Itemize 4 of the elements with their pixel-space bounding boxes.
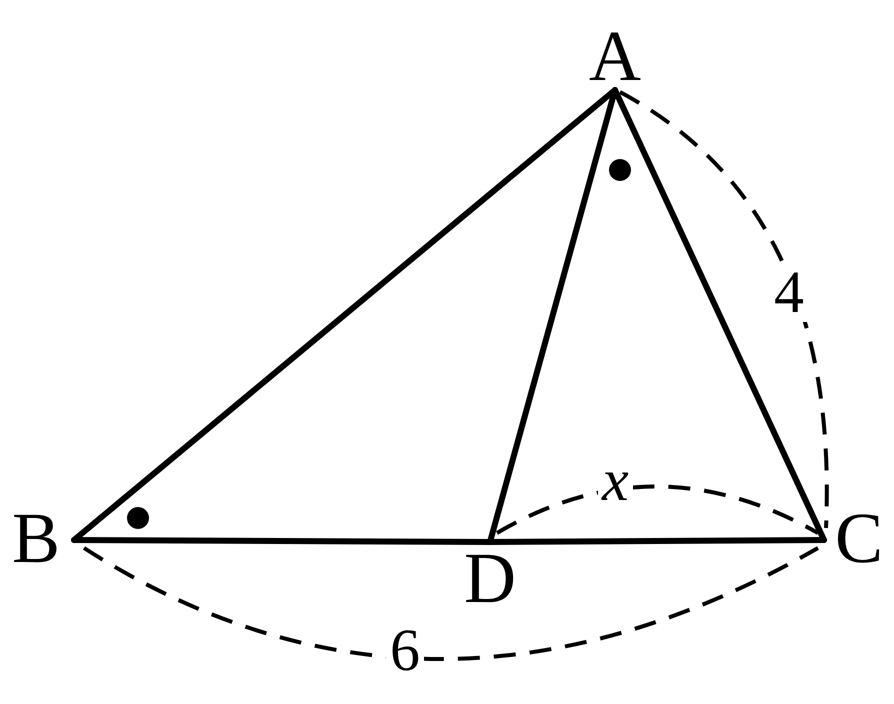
- vertex-label: D: [455, 542, 525, 608]
- vertex-label: A: [582, 20, 648, 90]
- vertex-label: B: [0, 502, 72, 578]
- vertex-label: C: [824, 502, 894, 578]
